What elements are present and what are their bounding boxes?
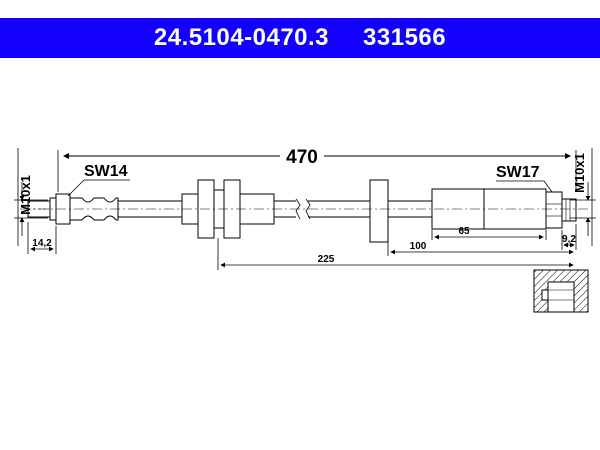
right-fitting-label: 9,2: [562, 234, 576, 245]
brake-hose: [20, 179, 590, 243]
right-fitting-dimension: 9,2: [561, 224, 577, 250]
total-length-dimension: 470: [57, 147, 577, 192]
dimension-225-label: 225: [318, 254, 335, 265]
total-length-label: 470: [286, 147, 318, 168]
left-thread-label: M10x1: [18, 175, 33, 215]
left-fitting-label: 14,2: [32, 238, 52, 249]
dimension-100: 100: [387, 241, 574, 256]
part-number: 24.5104-0470.3: [153, 24, 330, 51]
left-wrench-label: SW14: [84, 163, 128, 180]
dimension-100-label: 100: [410, 241, 427, 252]
title-bar: 24.5104-0470.3 331566: [0, 18, 600, 58]
port-section-detail: [533, 269, 589, 313]
right-thread-label: M10x1: [572, 153, 587, 193]
dimension-65: 65: [431, 226, 547, 240]
reference-number: 331566: [363, 24, 447, 51]
dimension-65-label: 65: [458, 226, 470, 237]
left-fitting-dimension: 14,2: [27, 222, 57, 254]
right-wrench-label: SW17: [496, 164, 540, 181]
right-thread-dimension: M10x1: [570, 148, 596, 246]
left-thread-dimension: M10x1: [14, 148, 48, 246]
dimension-225: 225: [217, 238, 574, 270]
